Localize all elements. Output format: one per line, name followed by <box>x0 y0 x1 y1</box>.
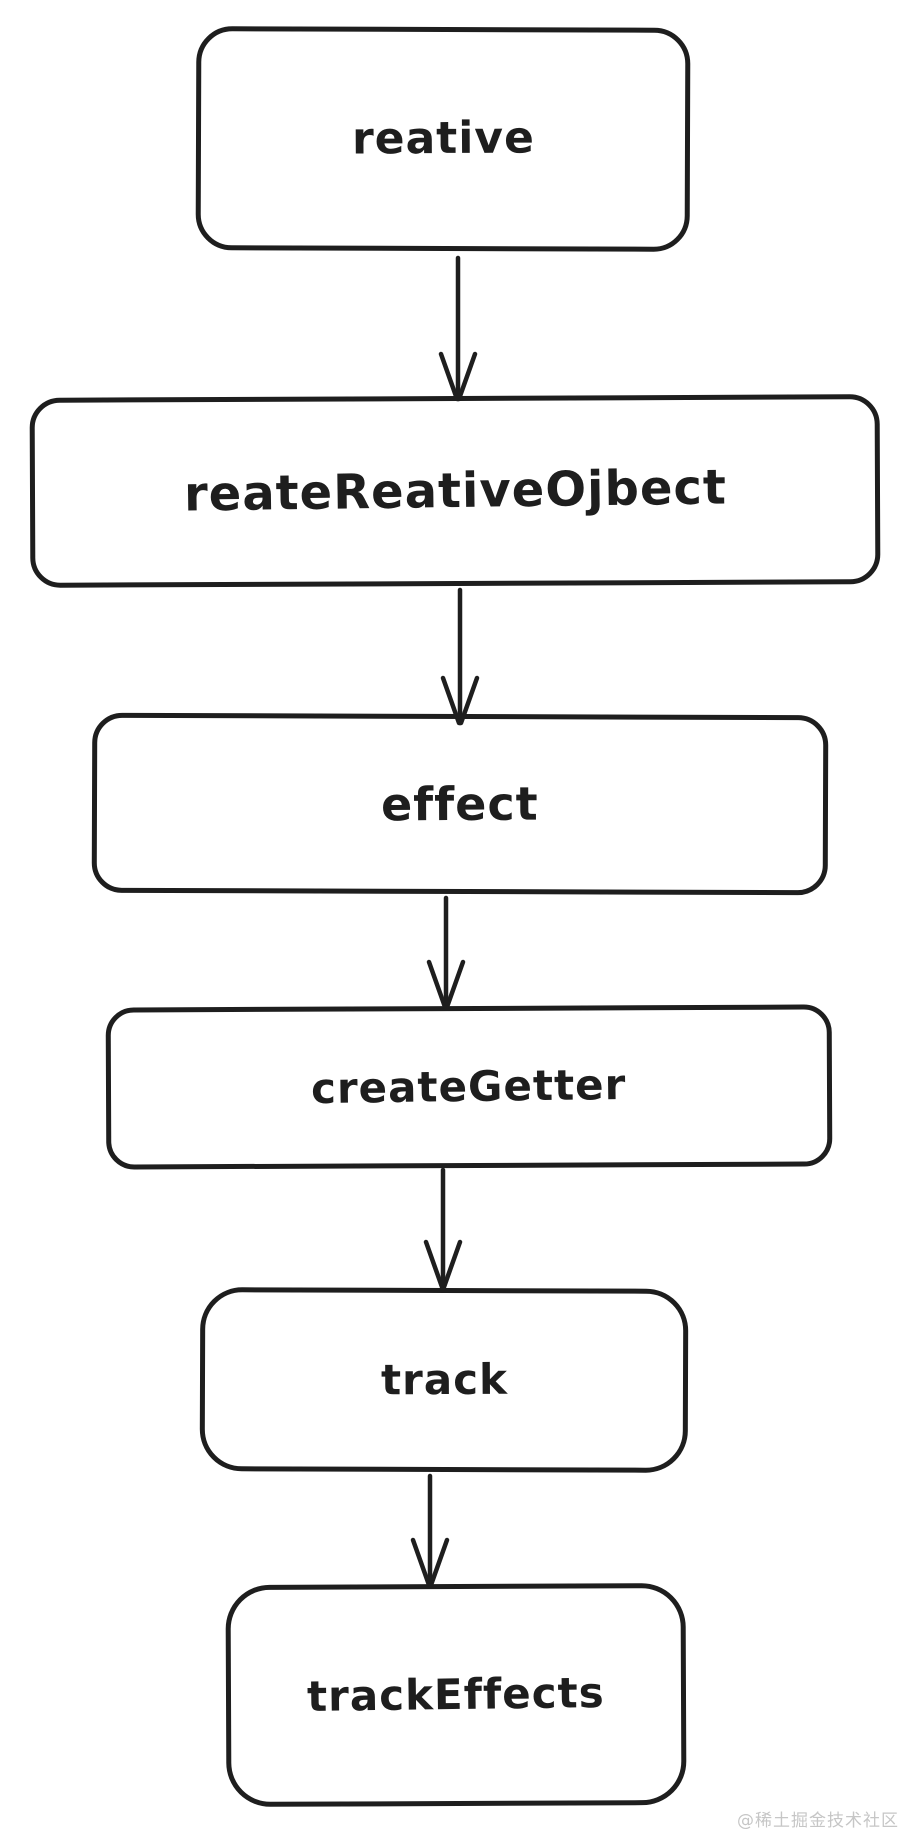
flow-node-effect: effect <box>91 712 829 896</box>
watermark-text: @稀土掘金技术社区 <box>737 1811 899 1831</box>
flow-node-label-reate-reative-ojbect: reateReativeOjbect <box>183 459 727 523</box>
flow-arrow-reate-reative-ojbect-to-effect <box>440 587 480 726</box>
flow-arrow-effect-to-create-getter <box>426 895 466 1010</box>
flow-node-reate-reative-ojbect: reateReativeOjbect <box>29 394 881 588</box>
flow-node-label-track: track <box>380 1354 508 1405</box>
flow-arrow-reative-to-reate-reative-ojbect <box>438 255 478 402</box>
flow-node-label-reative: reative <box>351 112 535 165</box>
flow-node-track-effects: trackEffects <box>225 1582 687 1808</box>
flow-node-label-create-getter: createGetter <box>311 1059 627 1114</box>
flow-node-create-getter: createGetter <box>105 1004 833 1170</box>
flow-node-label-track-effects: trackEffects <box>306 1668 606 1721</box>
flow-node-track: track <box>199 1287 689 1473</box>
flow-arrow-track-to-track-effects <box>410 1473 450 1588</box>
flow-node-label-effect: effect <box>381 776 539 832</box>
flow-arrow-create-getter-to-track <box>423 1167 463 1290</box>
flow-node-reative: reative <box>195 26 691 252</box>
